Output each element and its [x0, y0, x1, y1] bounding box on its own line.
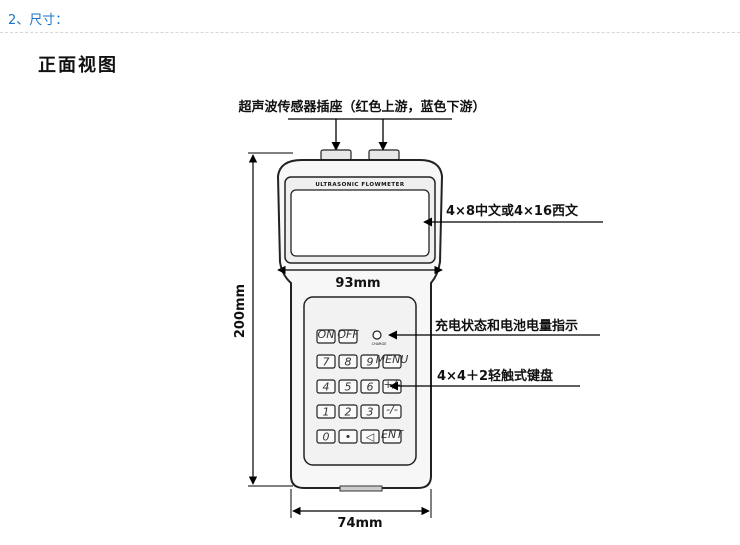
key-label: 9 [367, 356, 374, 369]
key-cap [360, 429, 380, 444]
dimension-label-93mm: 93mm [335, 276, 380, 291]
key-7: 5 [338, 379, 358, 394]
key-5: MENU [376, 353, 409, 369]
key-label: 3 [367, 406, 374, 419]
key-label: -/- [386, 403, 398, 416]
key-cap [382, 354, 402, 369]
charge-callout-text: 充电状态和电池电量指示 [435, 318, 578, 334]
key-cap [316, 379, 336, 394]
section-heading-link[interactable]: 2、尺寸： [8, 13, 69, 28]
key-cap [338, 404, 358, 419]
key-1: OFF [337, 328, 359, 344]
lcd-screen [290, 189, 430, 257]
key-cap [338, 379, 358, 394]
keypad-callout-text: 4×4＋2轻触式键盘 [437, 368, 553, 384]
key-8: 6 [360, 379, 380, 394]
key-label: +/- [384, 378, 401, 391]
key-cap [316, 404, 336, 419]
key-cap [360, 404, 380, 419]
key-label: ON [318, 328, 335, 341]
key-label: MENU [376, 353, 409, 366]
key-label: 0 [323, 431, 330, 444]
key-label: OFF [337, 328, 359, 341]
key-label: 1 [323, 406, 330, 419]
screen-brand-label: ULTRASONIC FLOWMETER [315, 182, 405, 188]
key-label: 2 [345, 406, 352, 419]
charge-indicator-led [372, 330, 382, 340]
key-3: 8 [338, 354, 358, 369]
key-label: 4 [323, 381, 330, 394]
key-4: 9 [360, 354, 380, 369]
key-label: 7 [323, 356, 330, 369]
key-cap [360, 379, 380, 394]
key-label: ENT [381, 428, 404, 441]
device-foot [339, 485, 383, 492]
key-14: 0 [316, 429, 336, 444]
key-label: • [345, 431, 352, 444]
dashed-divider [0, 32, 740, 33]
figure-title: 正面视图 [38, 55, 118, 76]
key-11: 2 [338, 404, 358, 419]
key-label: 6 [367, 381, 374, 394]
key-12: 3 [360, 404, 380, 419]
key-label: 8 [345, 356, 352, 369]
dimension-label-74mm: 74mm [337, 516, 382, 531]
key-cap [360, 354, 380, 369]
key-15: • [338, 429, 358, 444]
key-cap [338, 329, 358, 344]
dimension-label-200mm: 200mm [233, 284, 248, 338]
key-2: 7 [316, 354, 336, 369]
key-cap [338, 354, 358, 369]
sensor-callout-text: 超声波传感器插座（红色上游，蓝色下游） [238, 99, 485, 115]
key-0: ON [316, 328, 336, 344]
key-cap [382, 404, 402, 419]
key-17: ENT [381, 428, 404, 444]
key-cap [316, 354, 336, 369]
key-16: ◁ [360, 429, 380, 444]
key-cap [382, 429, 402, 444]
display-callout-text: 4×8中文或4×16西文 [446, 203, 579, 219]
key-label: ◁ [366, 431, 375, 444]
charge-indicator-label: CHARGE [372, 342, 387, 346]
key-10: 1 [316, 404, 336, 419]
key-cap [316, 429, 336, 444]
key-6: 4 [316, 379, 336, 394]
key-label: 5 [345, 381, 352, 394]
key-13: -/- [382, 403, 402, 419]
key-cap [316, 329, 336, 344]
key-cap [338, 429, 358, 444]
